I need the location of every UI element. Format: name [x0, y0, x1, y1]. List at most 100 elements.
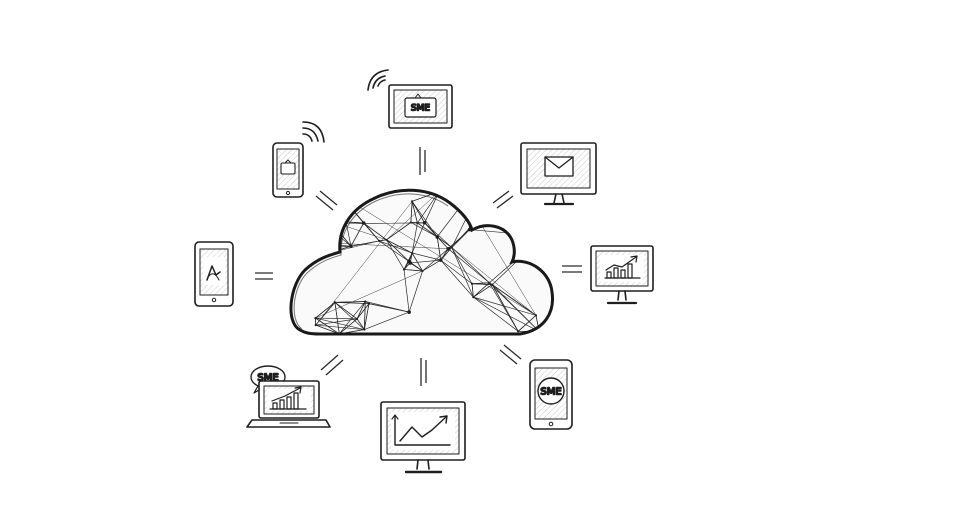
mesh-link — [417, 222, 438, 238]
mesh-node — [470, 282, 474, 285]
mesh-node — [537, 329, 541, 334]
mesh-link — [471, 283, 474, 298]
mesh-node — [385, 238, 388, 241]
mesh-node — [446, 247, 451, 251]
mesh-link — [465, 199, 471, 212]
connector-right — [562, 265, 582, 273]
mesh-node — [491, 283, 494, 286]
bottom-left-laptop-device: SME — [246, 365, 331, 428]
mesh-node — [416, 221, 419, 225]
mesh-link — [326, 221, 331, 254]
mesh-link — [315, 201, 413, 326]
mesh-link — [378, 240, 410, 262]
mesh-node — [323, 222, 327, 226]
top-left-phone-device — [272, 121, 325, 198]
mesh-link — [417, 191, 440, 224]
chart-pen-icon — [206, 265, 221, 281]
mesh-link — [410, 259, 441, 264]
mesh-node — [450, 246, 453, 249]
cloud — [289, 188, 555, 336]
mesh-link — [315, 317, 365, 330]
mesh-link — [307, 223, 326, 250]
mesh-node — [517, 330, 520, 333]
connector-top-left — [315, 190, 338, 211]
mesh-link — [411, 201, 425, 223]
mesh-link — [411, 222, 425, 254]
mesh-node — [438, 190, 441, 193]
connector-bottom — [420, 358, 427, 386]
mesh-link — [356, 303, 370, 320]
mesh-node — [410, 200, 414, 203]
mesh-node — [364, 300, 367, 303]
mesh-node — [367, 302, 371, 305]
mesh-link — [315, 302, 336, 319]
mesh-link — [356, 318, 365, 330]
bottom-right-phone-device: SME — [529, 359, 573, 430]
mesh-node — [402, 268, 406, 271]
bar-chart-growth-icon — [269, 386, 307, 410]
mesh-link — [472, 282, 490, 285]
connector-left — [255, 272, 273, 280]
top-tablet-device: SME — [367, 69, 453, 129]
mesh-link — [411, 252, 423, 272]
mesh-link — [324, 220, 331, 225]
mesh-link — [411, 222, 418, 254]
mesh-link — [315, 324, 365, 330]
mesh-link — [340, 195, 537, 316]
mesh-link — [334, 302, 340, 334]
mesh-link — [422, 248, 449, 272]
bottom-right-phone-label: SME — [540, 387, 561, 398]
mesh-link — [411, 201, 418, 224]
mesh-link — [412, 252, 441, 261]
mesh-link — [296, 223, 326, 242]
line-chart-icon — [391, 414, 451, 446]
mesh-node — [349, 244, 353, 249]
mesh-link — [465, 199, 471, 212]
bottom-monitor-device — [380, 401, 466, 474]
mesh-link — [307, 248, 327, 255]
mesh-link — [489, 282, 540, 332]
mesh-node — [488, 281, 491, 284]
mesh-node — [468, 210, 471, 213]
mesh-link — [386, 239, 410, 262]
mesh-link — [517, 315, 537, 332]
mesh-node — [464, 197, 468, 202]
mesh-node — [407, 259, 411, 264]
mesh-link — [356, 301, 366, 320]
wallet-icon — [280, 162, 296, 175]
mesh-node — [534, 314, 538, 317]
mesh-link — [324, 224, 327, 254]
mesh-node — [325, 252, 328, 255]
mesh-link — [364, 311, 410, 330]
left-phone-device — [194, 241, 234, 307]
mesh-link — [469, 207, 489, 212]
mesh-link — [422, 259, 441, 272]
mesh-link — [488, 207, 544, 217]
right-monitor-device — [590, 245, 654, 305]
envelope-icon — [544, 156, 574, 177]
connector-top-right — [492, 190, 514, 209]
mesh-node — [355, 317, 359, 320]
mesh-link — [334, 301, 366, 303]
mesh-link — [326, 221, 331, 254]
mesh-node — [333, 301, 337, 304]
mesh-link — [465, 199, 489, 208]
mesh-link — [403, 269, 410, 313]
mesh-node — [407, 310, 411, 314]
mesh-node — [314, 323, 317, 327]
mesh-link — [315, 270, 423, 319]
mesh-node — [541, 234, 546, 238]
mesh-link — [339, 301, 366, 334]
wifi-icon — [302, 121, 325, 143]
mesh-node — [339, 193, 343, 198]
mesh-node — [409, 221, 412, 224]
mesh-link — [403, 269, 423, 272]
mesh-link — [440, 259, 473, 285]
mesh-node — [363, 328, 366, 331]
mesh-link — [315, 317, 358, 320]
mesh-link — [379, 239, 387, 242]
mesh-link — [469, 211, 544, 217]
bar-chart-growth-icon — [604, 255, 641, 279]
mesh-node — [422, 220, 427, 225]
